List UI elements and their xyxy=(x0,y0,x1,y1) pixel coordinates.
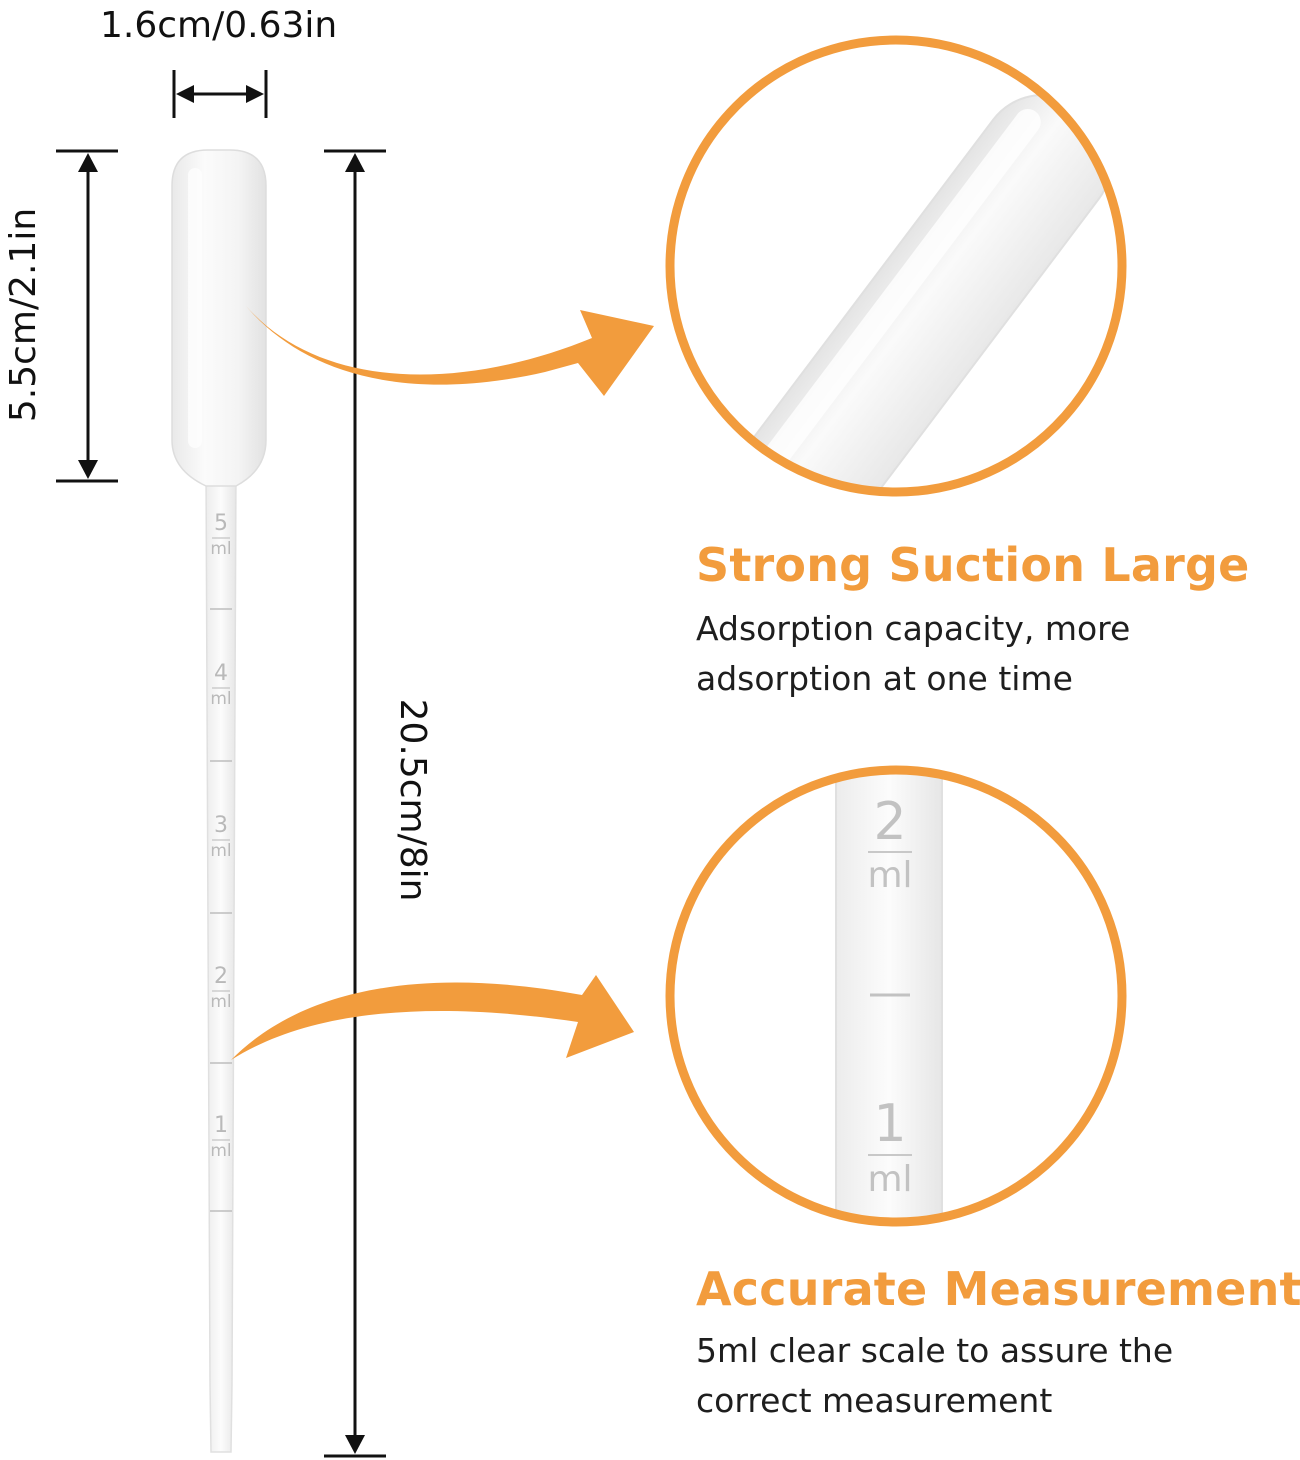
zoom-scale-unit: ml xyxy=(867,1159,913,1200)
zoom-circle-bulb xyxy=(665,35,1127,497)
scale-label-number: 4 xyxy=(214,661,228,686)
zoom-scale-unit: ml xyxy=(867,855,913,896)
pipette-stem xyxy=(205,469,237,1453)
zoom-scale-number: 1 xyxy=(873,1094,907,1154)
feature-description-measurement: 5ml clear scale to assure the correct me… xyxy=(696,1331,1174,1420)
scale-label-number: 1 xyxy=(214,1113,228,1138)
bulb-highlight xyxy=(188,168,202,448)
scale-ticks xyxy=(210,608,232,1212)
bulb-height-dimension-label: 5.5cm/2.1in xyxy=(3,207,44,423)
feature-title-measurement: Accurate Measurement xyxy=(696,1262,1300,1316)
feature-title-suction: Strong Suction Large xyxy=(696,538,1250,592)
bulb-height-dimension xyxy=(56,149,118,483)
scale-label-unit: ml xyxy=(210,841,232,861)
scale-fraction-bars xyxy=(212,537,230,1141)
zoom-scale-number: 2 xyxy=(873,792,907,852)
pipette xyxy=(171,149,267,1453)
scale-label-number: 3 xyxy=(214,813,228,838)
scale-label-number: 2 xyxy=(214,964,228,989)
scale-label-unit: ml xyxy=(210,689,232,709)
feature-description-suction: Adsorption capacity, more adsorption at … xyxy=(696,609,1131,698)
width-dimension xyxy=(172,70,268,118)
scale-label-unit: ml xyxy=(210,992,232,1012)
width-dimension-label: 1.6cm/0.63in xyxy=(100,5,338,46)
callout-arrow-scale xyxy=(231,975,634,1060)
zoom-circle-scale xyxy=(665,765,1127,1227)
callout-arrow-bulb xyxy=(246,306,654,396)
total-length-dimension xyxy=(324,149,386,1458)
total-length-dimension-label: 20.5cm/8in xyxy=(392,698,433,902)
pipette-bulb xyxy=(171,149,267,487)
scale-label-number: 5 xyxy=(214,511,228,536)
scale-label-unit: ml xyxy=(210,1141,232,1161)
scale-label-unit: ml xyxy=(210,539,232,559)
